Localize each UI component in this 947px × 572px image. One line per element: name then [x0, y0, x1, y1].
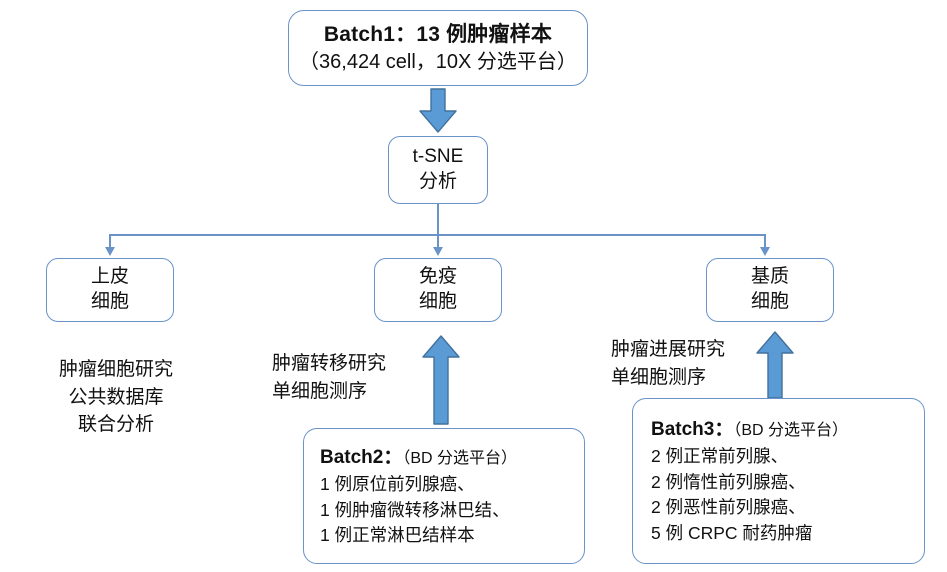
annotation-epithelial-line1: 肿瘤细胞研究: [58, 359, 173, 380]
node-batch1-line2: （36,424 cell，10X 分选平台）: [299, 50, 577, 73]
annotation-immune-line1: 肿瘤转移研究: [272, 353, 387, 374]
node-tsne-line2: 分析: [418, 171, 457, 192]
node-batch1-line1: Batch1：13 例肿瘤样本: [323, 23, 553, 47]
node-batch3-item-3: 5 例 CRPC 耐药肿瘤: [651, 523, 813, 544]
node-batch2-header: Batch2：（BD 分选平台）: [320, 443, 517, 472]
node-batch2-header-note: （BD 分选平台）: [402, 449, 518, 467]
connector-branch-middle: [437, 234, 439, 249]
node-immune-line1: 免疫: [418, 266, 457, 288]
node-batch3-header-label: Batch3：: [651, 419, 734, 441]
node-batch2[interactable]: Batch2：（BD 分选平台） 1 例原位前列腺癌、 1 例肿瘤微转移淋巴结、…: [303, 428, 585, 564]
arrowhead-right-icon: [760, 247, 770, 256]
node-epithelial-line1: 上皮: [90, 266, 129, 288]
connector-branch-right: [764, 234, 766, 249]
node-immune-line2: 细胞: [418, 291, 457, 312]
annotation-immune: 肿瘤转移研究 单细胞测序: [272, 350, 386, 405]
node-immune-cell[interactable]: 免疫 细胞: [374, 258, 502, 322]
node-batch2-item-0: 1 例原位前列腺癌、: [320, 473, 475, 494]
node-batch3-item-0: 2 例正常前列腺、: [651, 446, 789, 467]
connector-branch-left: [109, 234, 111, 249]
node-batch3[interactable]: Batch3：（BD 分选平台） 2 例正常前列腺、 2 例惰性前列腺癌、 2 …: [632, 398, 925, 564]
up-block-arrow-stromal-icon: [756, 331, 794, 399]
annotation-immune-line2: 单细胞测序: [272, 380, 368, 402]
node-stromal-cell[interactable]: 基质 细胞: [706, 258, 834, 322]
node-tsne[interactable]: t-SNE 分析: [388, 136, 488, 204]
annotation-stromal-line2: 单细胞测序: [611, 366, 707, 388]
node-epithelial-cell[interactable]: 上皮 细胞: [46, 258, 174, 322]
arrowhead-middle-icon: [433, 247, 443, 256]
node-tsne-line1: t-SNE: [412, 146, 464, 168]
annotation-epithelial-line2: 公共数据库: [68, 386, 164, 408]
down-block-arrow-icon: [419, 88, 457, 133]
up-block-arrow-immune-icon: [422, 335, 460, 425]
annotation-epithelial-line3: 联合分析: [77, 414, 154, 436]
node-batch3-header-note: （BD 分选平台）: [733, 422, 849, 440]
annotation-epithelial: 肿瘤细胞研究 公共数据库 联合分析: [36, 356, 196, 439]
node-batch3-item-1: 2 例惰性前列腺癌、: [651, 471, 806, 492]
connector-tsne-stem: [437, 204, 439, 235]
node-epithelial-line2: 细胞: [90, 291, 129, 312]
node-batch2-item-2: 1 例正常淋巴结样本: [320, 525, 475, 546]
node-batch2-item-1: 1 例肿瘤微转移淋巴结、: [320, 499, 510, 520]
node-batch2-header-label: Batch2：: [320, 446, 403, 468]
node-batch1[interactable]: Batch1：13 例肿瘤样本 （36,424 cell，10X 分选平台）: [288, 10, 588, 86]
annotation-stromal-line1: 肿瘤进展研究: [611, 339, 726, 360]
node-batch3-header: Batch3：（BD 分选平台）: [651, 415, 848, 444]
node-batch3-item-2: 2 例恶性前列腺癌、: [651, 497, 806, 518]
node-stromal-line2: 细胞: [750, 291, 789, 312]
arrowhead-left-icon: [105, 247, 115, 256]
annotation-stromal: 肿瘤进展研究 单细胞测序: [611, 336, 725, 391]
node-stromal-line1: 基质: [750, 266, 789, 288]
